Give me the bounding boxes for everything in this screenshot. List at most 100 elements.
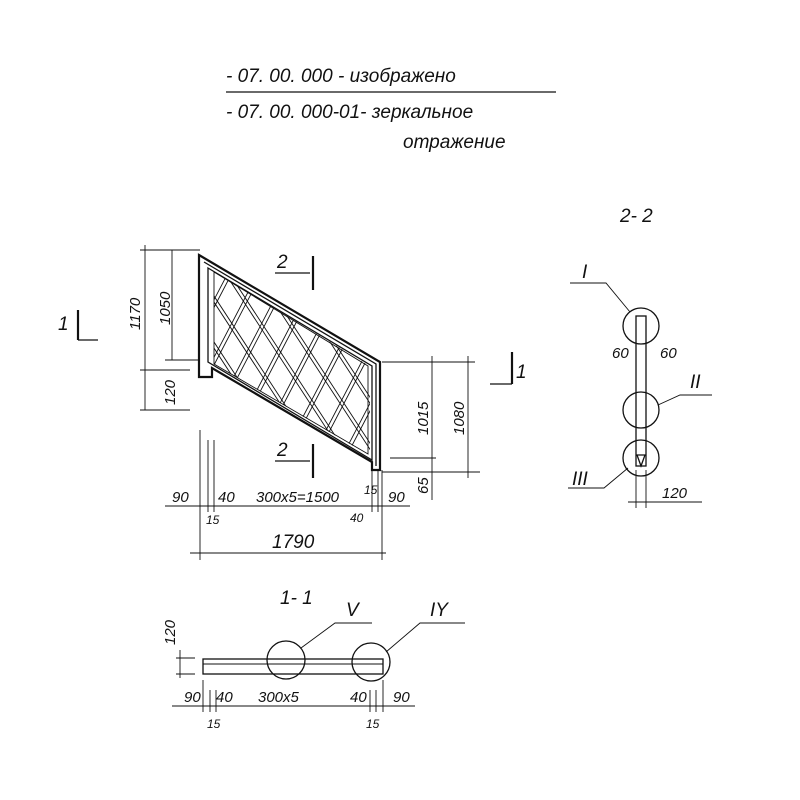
cut-2-bottom-label: 2 (276, 440, 288, 461)
dim-120-section: 120 (662, 485, 688, 502)
dim-15-right-s11: 15 (366, 717, 380, 731)
lattice-bar (363, 272, 370, 456)
railing-elevation (0, 250, 634, 480)
lattice-bar (0, 250, 60, 480)
lattice-bar (214, 272, 215, 456)
lattice-bar (454, 250, 604, 480)
section-2-2-label: 2- 2 (619, 206, 653, 227)
title-block: - 07. 00. 000 - изображено - 07. 00. 000… (226, 66, 556, 153)
lattice-bar (359, 272, 370, 456)
lattice-bar (214, 272, 241, 456)
lattice-bar (214, 272, 271, 456)
lattice-bar (0, 250, 64, 480)
dim-1050: 1050 (157, 291, 174, 325)
dim-1080: 1080 (451, 401, 468, 435)
lattice-bar (64, 250, 184, 480)
lattice-bar (510, 250, 630, 480)
lattice-bar (484, 250, 604, 480)
lattice-bar (0, 250, 60, 480)
dim-120-s11: 120 (162, 619, 179, 645)
dim-40-left-s11: 40 (216, 689, 233, 706)
section-1-1: 1- 1 V IY 120 90 40 15 300x5 40 15 90 (162, 588, 465, 731)
outer-frame (197, 253, 382, 472)
dim-1790: 1790 (272, 532, 315, 553)
dim-span-1500: 300x5=1500 (256, 489, 340, 506)
lattice-bar (0, 250, 90, 480)
lattice-bar (480, 250, 600, 480)
lattice-bar (390, 250, 510, 480)
lattice-bar (333, 272, 370, 456)
lattice-bar (214, 272, 245, 456)
lattice-bar (214, 272, 335, 456)
dim-1015: 1015 (415, 401, 432, 435)
section-2-2-profile (635, 315, 647, 467)
dim-40-left: 40 (218, 489, 235, 506)
callout-circle-I (622, 307, 660, 345)
lattice-bar (0, 250, 150, 480)
dim-15-left-s11: 15 (207, 717, 221, 731)
lattice-bar (214, 272, 241, 456)
lattice-bar (514, 250, 634, 480)
lattice-bar (484, 250, 634, 480)
dim-90-left: 90 (172, 489, 189, 506)
lattice-bar (329, 272, 370, 456)
lattice-bar (359, 272, 370, 456)
lattice-bar (214, 272, 215, 456)
dim-span-s11: 300x5 (258, 689, 300, 706)
dim-40-right: 40 (350, 511, 364, 525)
callout-circle-III (622, 439, 660, 477)
callout-III: III (572, 469, 589, 490)
callout-I: I (582, 262, 588, 283)
cut-1-left-label: 1 (58, 314, 69, 335)
callout-circle-V (266, 640, 306, 680)
lattice-bar (34, 250, 154, 480)
section-2-2: 2- 2 I II III 60 60 120 (568, 206, 712, 508)
lattice-bar (34, 250, 184, 480)
lattice-bar (454, 250, 574, 480)
lattice-bar (363, 272, 370, 456)
callout-circle-IV (351, 642, 391, 682)
lattice-bar (0, 250, 94, 480)
lattice-bar (303, 272, 370, 456)
lattice-bar (239, 272, 370, 456)
dim-60-left: 60 (612, 345, 629, 362)
lattice-bar (0, 250, 124, 480)
lattice-bar (60, 250, 210, 480)
dim-40-right-s11: 40 (350, 689, 367, 706)
cut-1-right-label: 1 (516, 362, 527, 383)
lattice-bar (0, 250, 94, 480)
lattice-bar (4, 250, 124, 480)
lattice-inner-frame (213, 271, 369, 455)
lattice-bar (0, 250, 90, 480)
lattice-bar (0, 250, 64, 480)
lattice-bar (0, 250, 120, 480)
dim-120: 120 (162, 379, 179, 405)
lattice-frame (207, 266, 373, 462)
lattice-bar (424, 250, 574, 480)
lattice-bar (90, 250, 210, 480)
callout-V: V (346, 600, 361, 621)
title-line-1: - 07. 00. 000 - изображено (226, 66, 456, 87)
cut-2-top-label: 2 (276, 252, 288, 273)
title-line-2: - 07. 00. 000-01- зеркальное (226, 102, 473, 123)
dim-90-left-s11: 90 (184, 689, 201, 706)
lattice-bar (394, 250, 514, 480)
main-dimensions: 1170 1050 120 1015 1080 65 90 40 15 300x… (127, 245, 480, 560)
callout-circle-II (622, 391, 660, 429)
inner-frame-line (203, 261, 377, 466)
lattice-bar (333, 272, 370, 456)
section-cut-markers: 2 2 1 1 (58, 252, 527, 478)
callout-II: II (690, 372, 701, 393)
lattice-bar (299, 272, 370, 456)
diamond-lattice (0, 250, 634, 480)
lattice-bar (60, 250, 180, 480)
dim-15-left: 15 (206, 513, 220, 527)
dim-15-right: 15 (364, 483, 378, 497)
callout-IV: IY (430, 600, 449, 621)
dim-90-right-s11: 90 (393, 689, 410, 706)
section-1-1-profile (202, 658, 384, 675)
lattice-bar (30, 250, 150, 480)
lattice-bar (299, 272, 370, 456)
profile-tip (636, 454, 646, 468)
